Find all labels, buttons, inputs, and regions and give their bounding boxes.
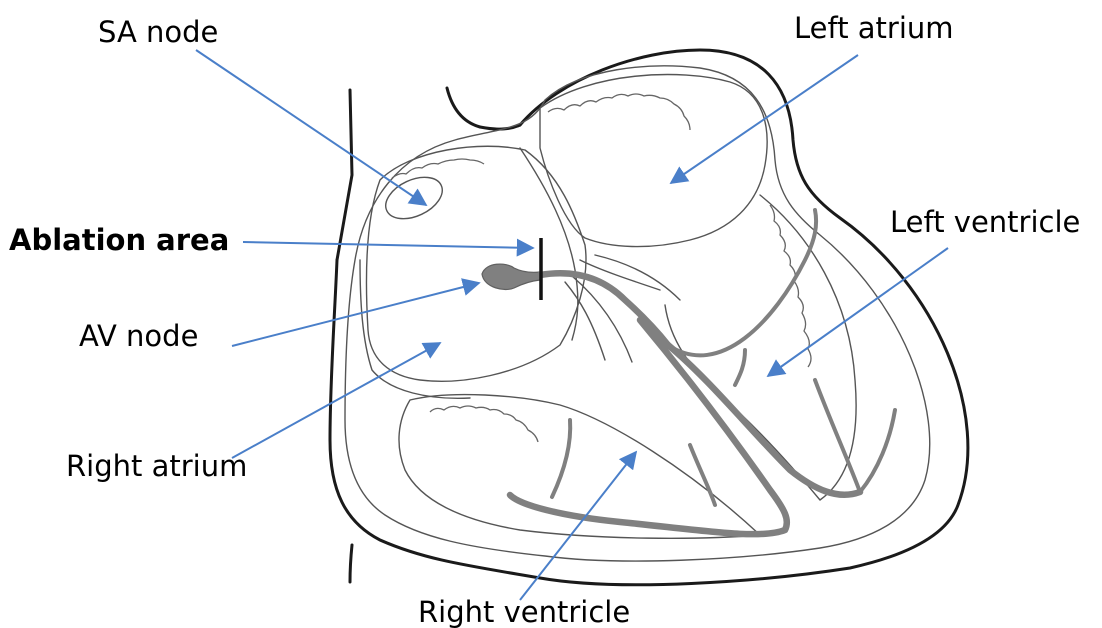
left-atrium-lining [548, 94, 690, 130]
right-ventricle-lining [430, 406, 538, 442]
label-av-node: AV node [79, 319, 198, 353]
pointer-av-node [232, 283, 479, 346]
purkinje-fiber-1 [815, 380, 860, 492]
purkinje-fiber-4 [552, 420, 570, 497]
pointer-sa-node [196, 50, 426, 205]
left-atrium-chamber [540, 75, 767, 247]
valve-line-2 [595, 255, 680, 300]
label-left-atrium: Left atrium [794, 11, 954, 45]
heart-outer-wall [330, 50, 968, 585]
av-node-marker [482, 264, 540, 289]
heart-illustration [330, 50, 968, 585]
label-ablation-area: Ablation area [9, 223, 229, 257]
superior-vena-cava-right-wall [447, 88, 480, 127]
left-bundle-upper [668, 210, 816, 355]
label-right-ventricle: Right ventricle [418, 595, 630, 628]
purkinje-fiber-3 [735, 350, 745, 385]
inferior-vena-cava-wall [350, 545, 352, 582]
label-sa-node: SA node [98, 15, 218, 49]
label-right-atrium: Right atrium [66, 449, 247, 483]
right-atrium-chamber [366, 146, 586, 381]
purkinje-fiber-2 [860, 410, 895, 492]
pointer-ablation-area [243, 242, 533, 248]
pointer-right-atrium [232, 343, 440, 458]
pointer-left-ventricle [768, 248, 948, 376]
purkinje-fiber-5 [690, 445, 715, 505]
pointer-right-ventricle [520, 452, 636, 600]
superior-vena-cava-left-wall [337, 90, 352, 260]
label-left-ventricle: Left ventricle [890, 205, 1080, 239]
chordae-line-1 [565, 282, 605, 360]
